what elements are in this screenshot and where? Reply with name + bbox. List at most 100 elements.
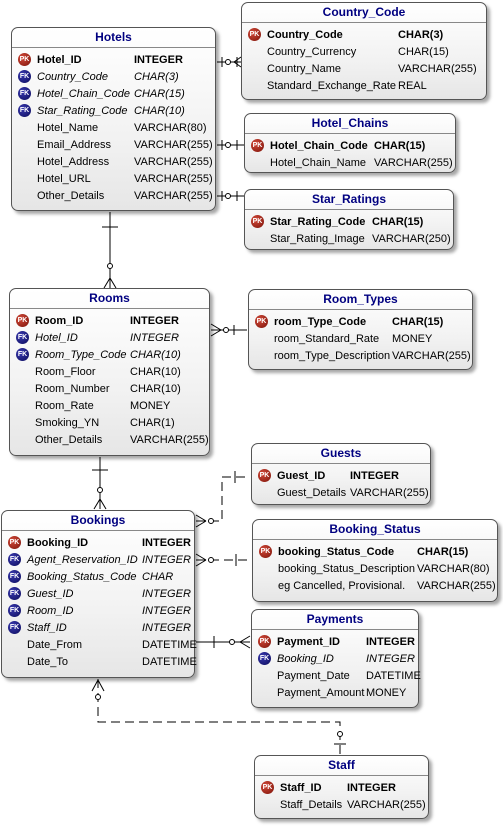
- column-type: REAL: [398, 80, 427, 92]
- column-name: Hotel_Address: [37, 156, 110, 168]
- column-name: Country_Code: [37, 71, 108, 83]
- column-row[interactable]: Room_Rate MONEY: [10, 398, 209, 414]
- column-type: CHAR(10): [130, 383, 181, 395]
- column-type: CHAR(15): [392, 316, 444, 328]
- column-name: Hotel_ID: [37, 54, 82, 66]
- column-row[interactable]: Hotel_Address VARCHAR(255): [12, 154, 215, 170]
- column-type: MONEY: [392, 333, 433, 345]
- column-row[interactable]: room_Standard_Rate MONEY: [249, 331, 472, 347]
- column-type: CHAR(3): [398, 29, 444, 41]
- column-name: Smoking_YN: [35, 417, 100, 429]
- entity-title: Bookings: [2, 511, 194, 531]
- foreign-key-icon: FK: [16, 331, 29, 344]
- column-type: VARCHAR(255): [417, 580, 496, 592]
- column-type: INTEGER: [366, 653, 415, 665]
- column-name: room_Standard_Rate: [274, 333, 380, 345]
- column-type: VARCHAR(255): [350, 487, 429, 499]
- column-row[interactable]: Smoking_YN CHAR(1): [10, 415, 209, 431]
- entity-title: Country_Code: [242, 3, 486, 23]
- column-name: Email_Address: [37, 139, 111, 151]
- column-name: Room_ID: [27, 605, 74, 617]
- column-name: Other_Details: [37, 190, 105, 202]
- foreign-key-icon: FK: [18, 104, 31, 117]
- column-type: DATETIME: [142, 656, 197, 668]
- foreign-key-icon: FK: [8, 587, 21, 600]
- column-type: MONEY: [130, 400, 171, 412]
- column-type: VARCHAR(80): [417, 563, 490, 575]
- foreign-key-icon: FK: [8, 553, 21, 566]
- primary-key-icon: PK: [8, 536, 21, 549]
- column-type: CHAR(1): [130, 417, 175, 429]
- column-name: Booking_ID: [27, 537, 89, 549]
- column-name: Guest_Details: [277, 487, 347, 499]
- column-type: VARCHAR(255): [398, 63, 477, 75]
- column-type: INTEGER: [350, 470, 399, 482]
- column-name: Room_Rate: [35, 400, 94, 412]
- column-name: Hotel_Chain_Code: [37, 88, 130, 100]
- column-type: CHAR(15): [374, 140, 426, 152]
- column-type: INTEGER: [366, 636, 415, 648]
- column-type: VARCHAR(255): [130, 434, 209, 446]
- column-type: VARCHAR(255): [134, 156, 213, 168]
- foreign-key-icon: FK: [8, 570, 21, 583]
- column-type: CHAR(15): [372, 216, 424, 228]
- column-name: Star_Rating_Code: [37, 105, 128, 117]
- column-row[interactable]: eg Cancelled, Provisional.VARCHAR(255): [253, 578, 497, 594]
- column-name: Agent_Reservation_ID: [27, 554, 138, 566]
- primary-key-icon: PK: [18, 53, 31, 66]
